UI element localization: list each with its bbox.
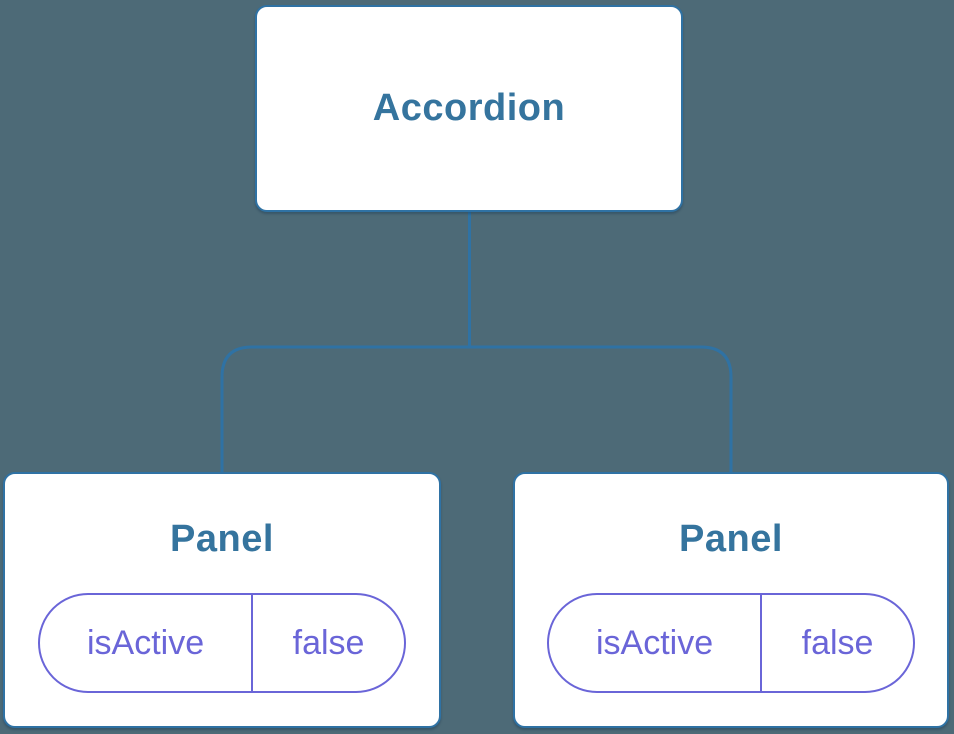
node-accordion-label: Accordion <box>372 87 566 129</box>
state-value-label: false <box>760 595 913 691</box>
state-name-label: isActive <box>86 623 205 662</box>
node-panel-right-label: Panel <box>679 518 783 560</box>
node-panel-left: Panel isActive false <box>3 472 441 728</box>
state-pill-left: isActive false <box>38 593 406 693</box>
state-value-label: false <box>251 595 404 691</box>
state-name-label: isActive <box>595 623 714 662</box>
node-panel-left-label: Panel <box>170 518 274 560</box>
connector-branch <box>220 345 733 474</box>
node-accordion: Accordion <box>255 5 683 212</box>
state-pill-right: isActive false <box>547 593 915 693</box>
node-panel-right: Panel isActive false <box>513 472 949 728</box>
